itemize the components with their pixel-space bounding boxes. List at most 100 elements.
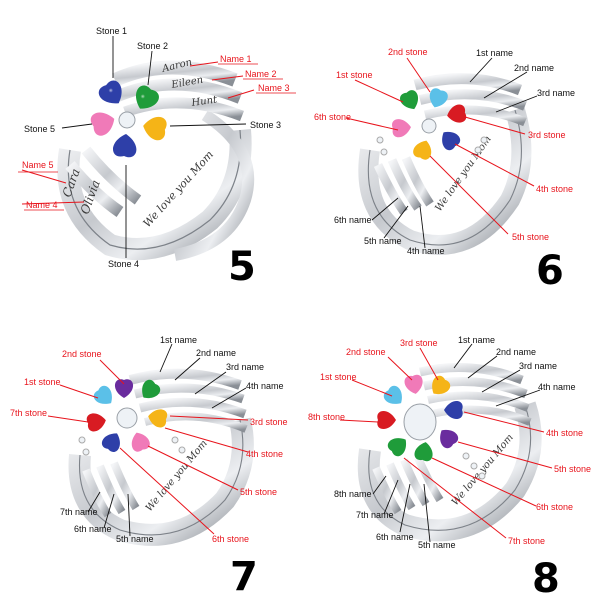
label-7th-stone: 7th stone [10,408,47,418]
label-5th-name: 5th name [418,540,456,550]
label-4th-stone: 4th stone [546,428,583,438]
ring-8: We love you Mom [357,363,542,542]
stone [90,112,115,136]
stone [447,104,467,123]
stone [432,375,451,395]
label-7th-stone: 7th stone [508,536,545,546]
label-2nd-name: 2nd name [496,347,536,357]
label-name-1: Name 1 [220,54,252,64]
stone [113,134,137,158]
ring-7: We love you Mom [68,368,254,546]
label-8th-stone: 8th stone [308,412,345,422]
label-4th-stone: 4th stone [246,449,283,459]
stone [400,90,419,110]
label-2nd-stone: 2nd stone [388,47,428,57]
label-name-4: Name 4 [26,200,58,210]
stone [101,433,120,453]
panel-7: We love you Mom [10,335,288,600]
label-5th-name: 5th name [364,236,402,246]
label-3rd-name: 3rd name [226,362,264,372]
label-2nd-stone: 2nd stone [346,347,386,357]
panel-8: We love you Mom [308,335,591,600]
label-3rd-stone: 3rd stone [400,338,438,348]
panel-number: 5 [228,244,256,290]
stone [93,385,112,404]
label-5th-stone: 5th stone [554,464,591,474]
label-6th-name: 6th name [376,532,414,542]
stone [383,385,402,404]
engraving-text: We love you Mom [433,134,493,214]
ring-6: We love you Mom [358,73,532,255]
label-6th-name: 6th name [74,524,112,534]
label-7th-name: 7th name [60,507,98,517]
label-stone-1: Stone 1 [96,26,127,36]
label-1st-stone: 1st stone [336,70,373,80]
label-3rd-name: 3rd name [537,88,575,98]
stone-cluster [377,374,486,480]
stone [414,442,433,462]
label-6th-stone: 6th stone [314,112,351,122]
center-stone [403,403,437,441]
stone [429,88,448,108]
engraving-text: We love you Mom [144,438,210,514]
stone-cluster [78,379,186,456]
panel-5: Aaron Eileen Hunt Olivia Cara We love yo… [18,26,296,290]
label-4th-name: 4th name [246,381,284,391]
label-stone-2: Stone 2 [137,41,168,51]
stone [387,438,407,457]
label-1st-stone: 1st stone [320,372,357,382]
center-stone [421,118,437,134]
stone [143,116,167,141]
label-1st-name: 1st name [160,335,197,345]
stone [114,379,134,398]
panel-number: 7 [230,554,258,600]
label-6th-name: 6th name [334,215,372,225]
label-2nd-stone: 2nd stone [62,349,102,359]
ring-5: Aaron Eileen Hunt Olivia Cara We love yo… [57,57,255,261]
stone [444,401,463,419]
label-6th-stone: 6th stone [212,534,249,544]
stone [148,409,168,428]
label-5th-stone: 5th stone [240,487,277,497]
label-4th-stone: 4th stone [536,184,573,194]
stone [440,429,459,449]
label-2nd-name: 2nd name [514,63,554,73]
stone-cluster [90,80,167,158]
stone-cluster [376,88,488,160]
label-1st-stone: 1st stone [24,377,61,387]
panel-number: 6 [536,248,564,294]
label-5th-name: 5th name [116,534,154,544]
label-name-5: Name 5 [22,160,54,170]
stone [377,411,396,429]
label-1st-name: 1st name [458,335,495,345]
label-stone-5: Stone 5 [24,124,55,134]
label-3rd-stone: 3rd stone [250,417,288,427]
stone [413,140,432,160]
center-stone [116,407,138,429]
label-stone-4: Stone 4 [108,259,139,269]
stone [392,119,411,138]
label-3rd-stone: 3rd stone [528,130,566,140]
label-7th-name: 7th name [356,510,394,520]
label-1st-name: 1st name [476,48,513,58]
stone [142,379,161,399]
stone [86,413,106,432]
center-stone [118,111,136,129]
label-4th-name: 4th name [407,246,445,256]
label-name-2: Name 2 [245,69,277,79]
engraved-name: Hunt [190,94,219,109]
label-5th-stone: 5th stone [512,232,549,242]
stone [131,432,150,452]
label-8th-name: 8th name [334,489,372,499]
label-4th-name: 4th name [538,382,576,392]
stone [442,131,461,151]
label-name-3: Name 3 [258,83,290,93]
label-3rd-name: 3rd name [519,361,557,371]
label-2nd-name: 2nd name [196,348,236,358]
panel-6: We love you Mom [314,47,575,294]
panel-number: 8 [532,556,560,600]
label-stone-3: Stone 3 [250,120,281,130]
label-6th-stone: 6th stone [536,502,573,512]
stone [404,374,423,394]
